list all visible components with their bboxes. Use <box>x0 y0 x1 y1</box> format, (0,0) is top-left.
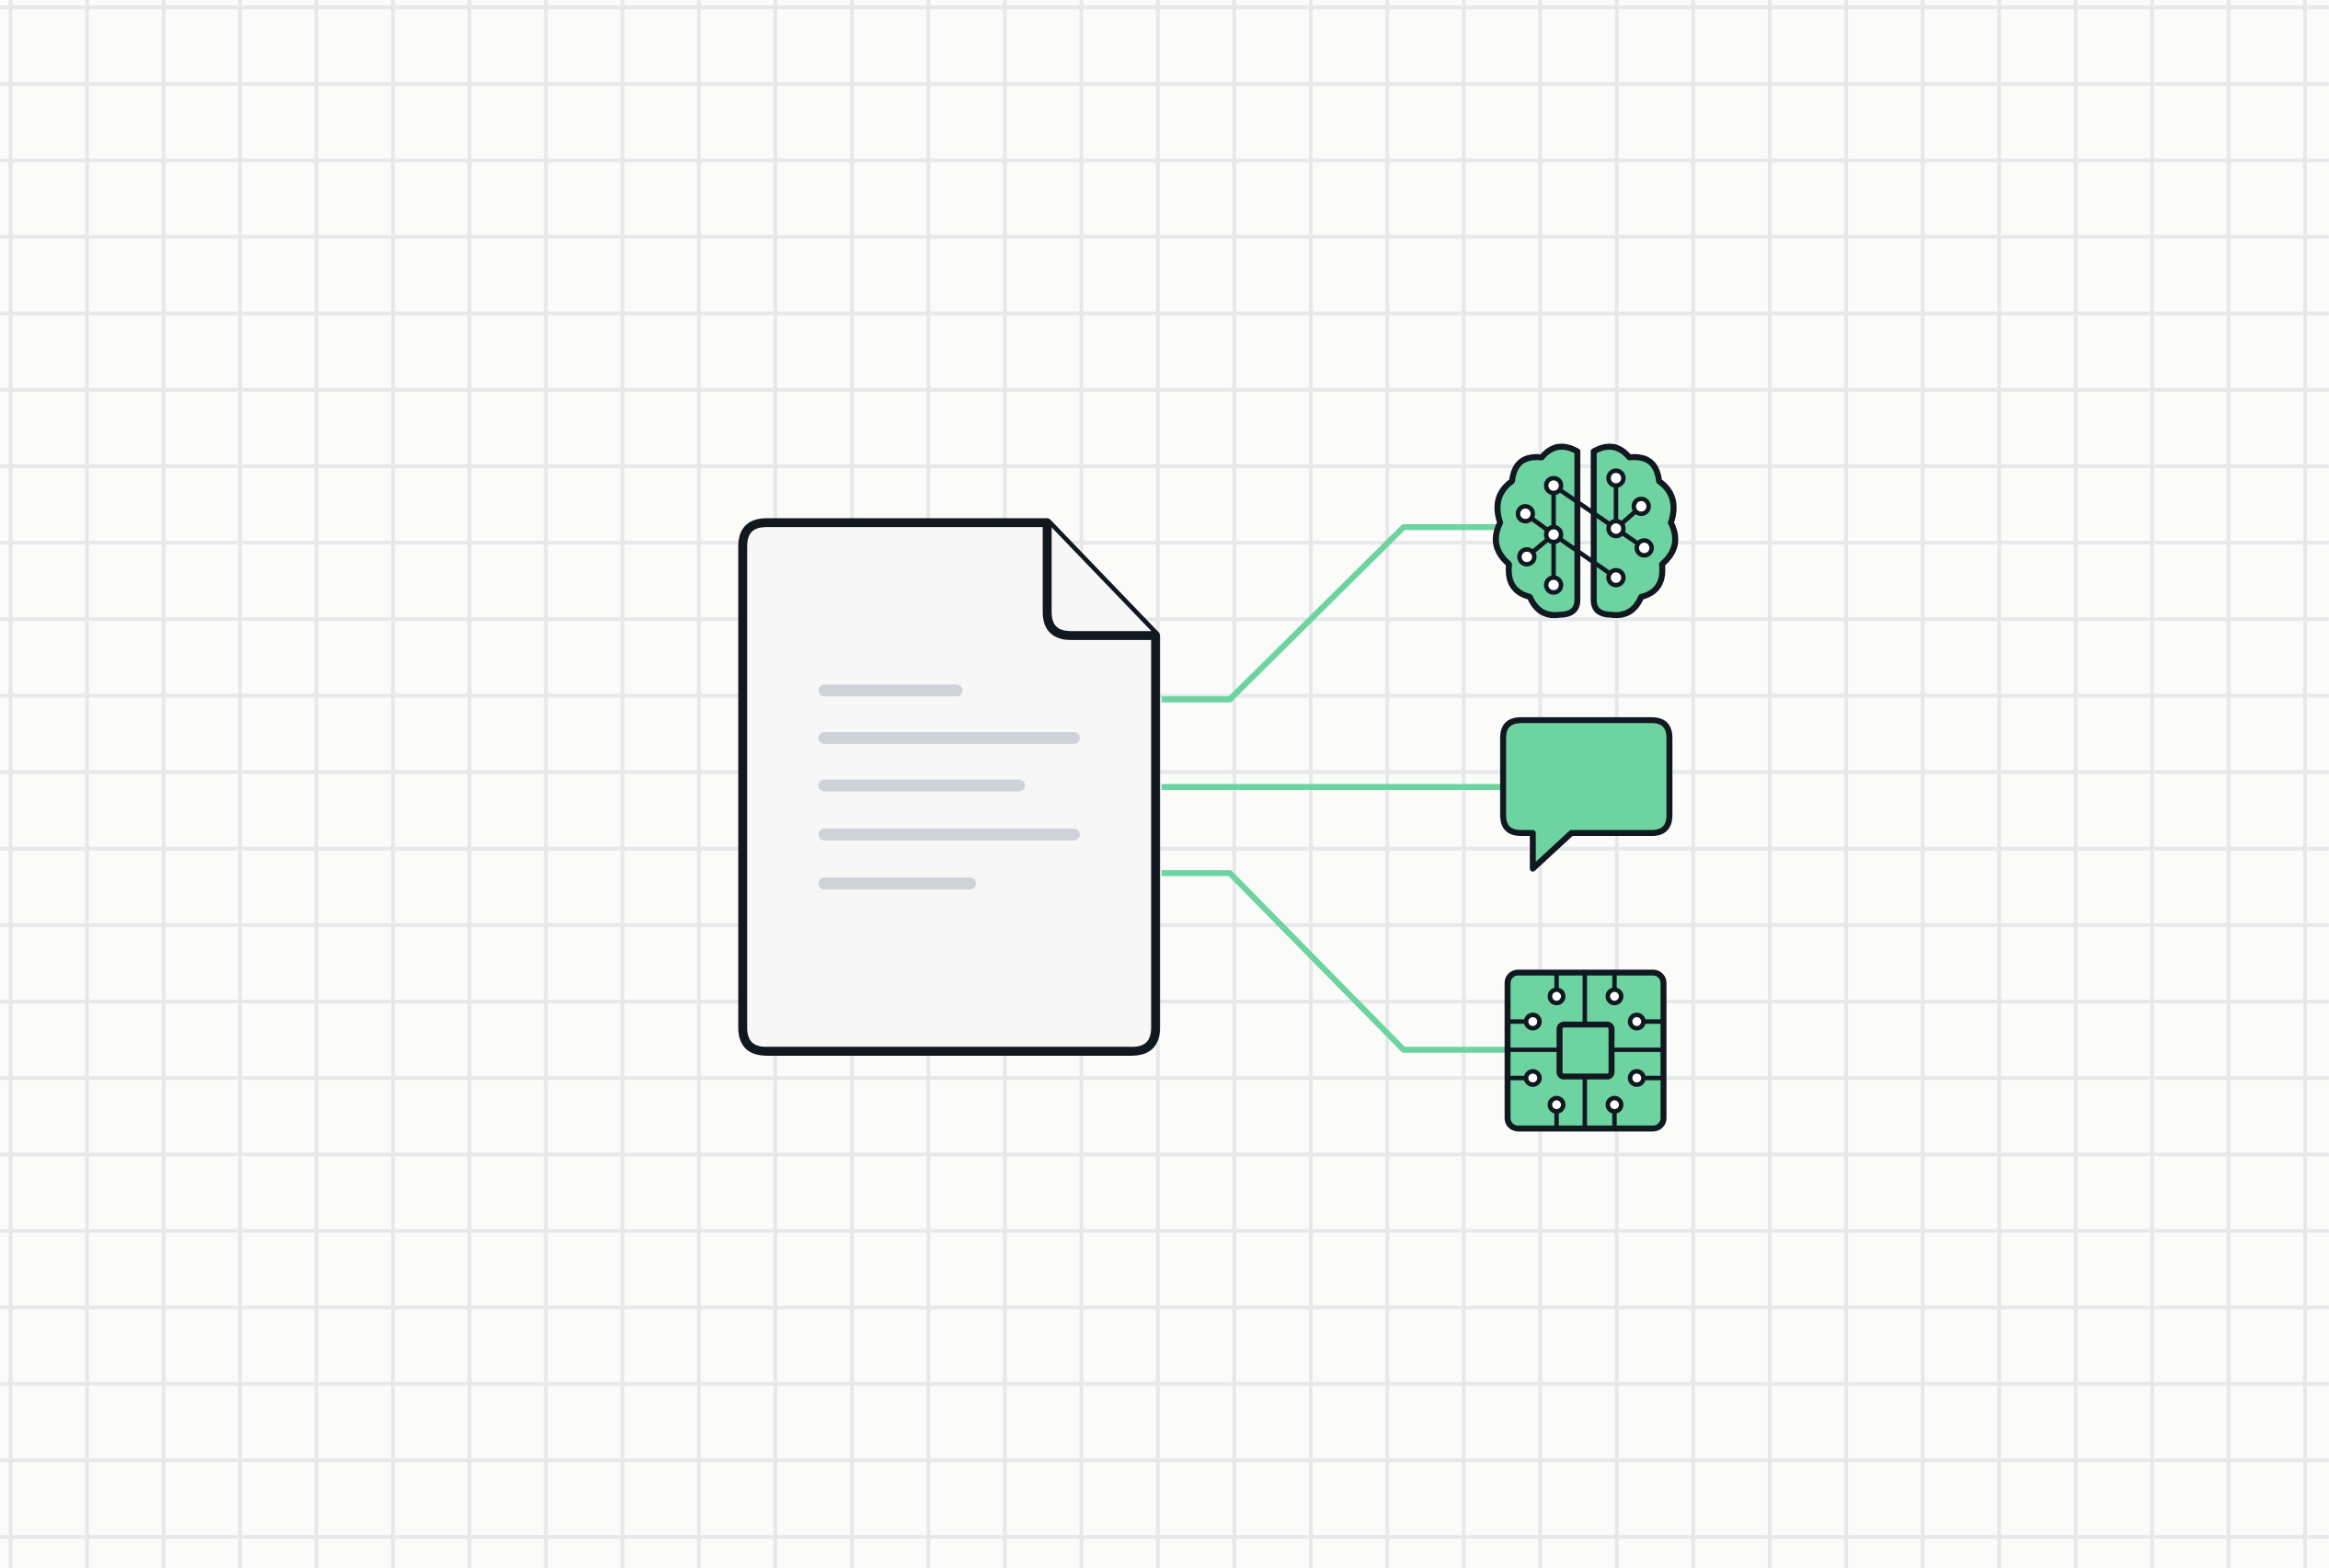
brain-circuit-nodes <box>1515 468 1655 595</box>
document-icon <box>738 518 1161 1056</box>
brain-circuit-icon <box>1492 443 1679 619</box>
document-text-lines <box>818 684 1080 890</box>
chat-bubble-icon <box>1499 716 1673 872</box>
chip-core <box>1556 1021 1615 1080</box>
document-fold <box>1042 522 1156 640</box>
connector-brain <box>1161 523 1500 703</box>
connectors <box>1161 523 1512 1053</box>
chip-pads <box>1523 987 1646 1114</box>
connector-chip <box>1161 870 1512 1053</box>
processor-chip-icon <box>1504 969 1667 1132</box>
